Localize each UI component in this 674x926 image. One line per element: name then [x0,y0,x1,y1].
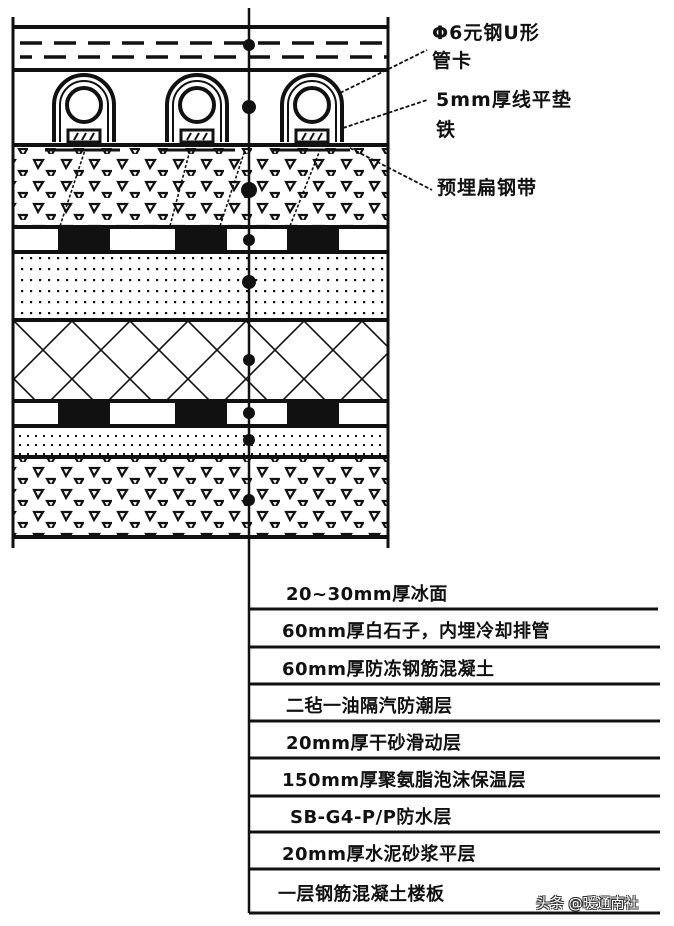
pipe-clamp [280,73,344,144]
legend-item: 60mm厚白石子，内埋冷却排管 [282,621,551,642]
legend-item: 150mm厚聚氨脂泡沫保温层 [282,770,527,791]
legend-item: SB-G4-P/P防水层 [290,807,452,828]
legend-lines [249,607,660,915]
pipe-clamp [52,73,116,144]
layer-insulation [13,322,388,403]
watermark: 头条 @暖通南社 [536,896,639,912]
layer-ice [13,25,388,72]
legend-item: 60mm厚防冻钢筋混凝土 [282,659,495,680]
layer-dry-sand [13,254,388,322]
legend-item: 一层钢筋混凝土楼板 [278,884,445,905]
frame [11,17,390,548]
layer-pipes [13,73,388,152]
layer-waterproof [13,403,388,428]
legend-item: 20~30mm厚冰面 [286,584,448,605]
layer-slab [13,459,388,539]
leader-lines [339,49,433,191]
layer-concrete-top [13,148,388,229]
callout-shim-plate: 5mm厚线平垫 铁 [436,89,572,141]
layer-mortar [13,428,388,459]
pipe-clamp [165,73,229,144]
callout-flat-steel: 预埋扁钢带 [437,177,538,199]
layer-vapor-barrier [13,229,388,254]
section-axis [241,8,257,913]
legend-item: 20mm厚干砂滑动层 [286,733,462,754]
legend-item: 二毡一油隔汽防潮层 [286,696,453,717]
legend-item: 20mm厚水泥砂浆平层 [282,844,477,865]
callout-u-clamp: Φ6元钢U形 管卡 [432,22,540,72]
